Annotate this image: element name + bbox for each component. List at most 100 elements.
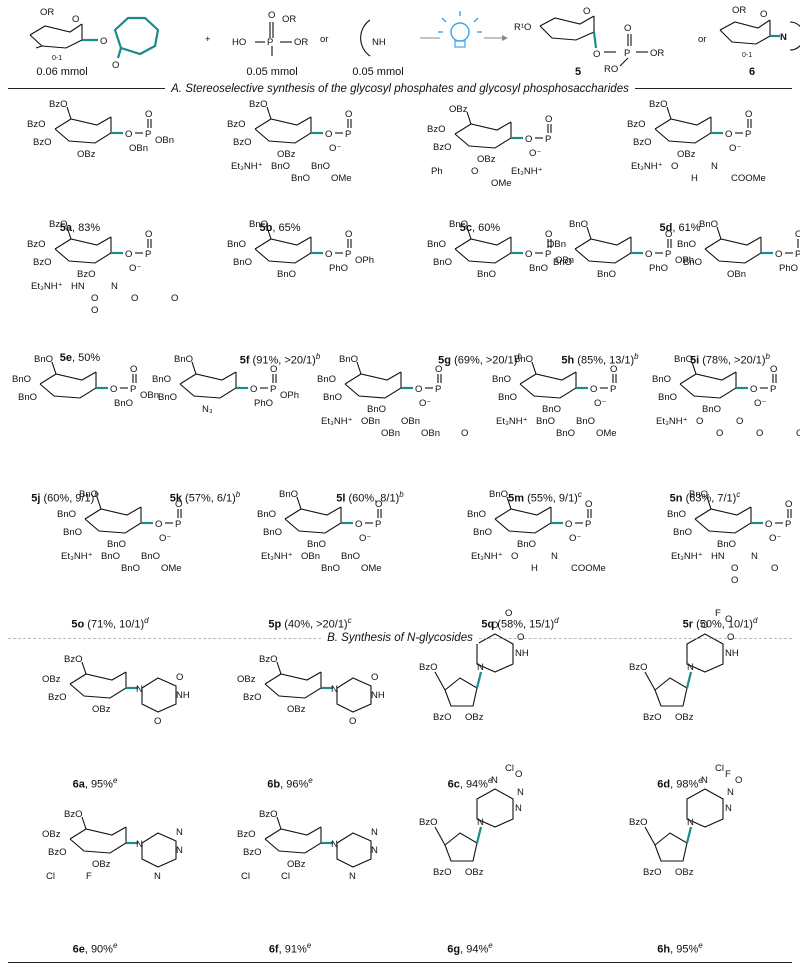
group-label-p: P [770, 384, 776, 395]
sugar-label-1: BnO [257, 509, 276, 520]
base-label-2: O [727, 632, 734, 643]
footnote-marker: e [698, 776, 703, 785]
group-label-3: O⁻ [729, 143, 741, 154]
group-label-3: O⁻ [569, 533, 581, 544]
sugar-label-0: BnO [674, 354, 693, 365]
sugar-label-2: BnO [18, 392, 37, 403]
sugar-label-0: BnO [449, 219, 468, 230]
sugar-label-1: BzO [227, 119, 245, 130]
compound-id: 5e [59, 352, 73, 364]
compound-id: 6h [657, 943, 671, 956]
compound-caption-5n: 5n (63%, 7/1)c [670, 490, 741, 505]
sugar-label-0: BzO [64, 654, 82, 665]
extra-label-3: OBn [381, 428, 400, 439]
phosphate-label-o: O [268, 10, 275, 21]
compound-id: 5f [239, 354, 250, 367]
extra-label-3: O [91, 293, 98, 304]
sugar-label-0: BnO [514, 354, 533, 365]
sugar-label-1: BnO [667, 509, 686, 520]
compound-caption-6f: 6f, 91%e [269, 941, 311, 956]
sugar-label-3: OBz [277, 149, 296, 160]
compound-yield: , 96% [280, 778, 309, 791]
product6-label-n: N [780, 32, 787, 43]
footnote-marker: e [308, 776, 313, 785]
group-label-4: OPh [280, 390, 299, 401]
extra-label-0: Et₃NH⁺ [321, 416, 353, 427]
extra-label-1: O [471, 166, 478, 177]
reaction-header: OR 0-1 O O O + O OR HO P OR or NH [29, 5, 800, 75]
group-label-p: P [785, 519, 791, 530]
compound-id: 5g [438, 354, 452, 367]
base-label-2: N [371, 827, 378, 838]
group-label-4: OBn [140, 390, 159, 401]
compound-id: 6f [268, 943, 279, 956]
group-label-3: O⁻ [529, 148, 541, 159]
base-label-2: N [517, 787, 524, 798]
compound-caption-5i: 5i (78%, >20/1)b [690, 352, 770, 367]
sugar-label-3: BnO [477, 269, 496, 280]
phosphate-label-or-top: OR [282, 14, 296, 25]
extra-label-4: COOMe [571, 563, 606, 574]
plus-sign: + [205, 34, 211, 45]
group-label-0: O [725, 129, 732, 140]
sugar-label-3: OBz [477, 154, 496, 165]
compound-yield: , 90% [84, 943, 113, 956]
base-label-1: NH [371, 690, 385, 701]
sugar-label-2: BnO [498, 392, 517, 403]
divider-bottom [8, 962, 792, 963]
group-label-1: O [145, 109, 152, 120]
group-label-3: O⁻ [419, 398, 431, 409]
group-label-p: P [545, 134, 551, 145]
compound-id: 5i [690, 354, 700, 367]
footnote-marker: b [399, 490, 404, 499]
base-label-1: N [371, 845, 378, 856]
extra-label-4: O [771, 563, 778, 574]
compound-yield: (40%, >20/1) [281, 618, 348, 631]
group-label-3: OBn [129, 143, 148, 154]
group-label-p: P [665, 249, 671, 260]
compound-caption-6e: 6e, 90%e [73, 941, 118, 956]
sugar-label-2: BnO [233, 257, 252, 268]
group-label-1: O [545, 229, 552, 240]
extra-label-2: Et₃NH⁺ [511, 166, 543, 177]
group-label-p: P [610, 384, 616, 395]
compound-yield: , 95% [670, 943, 699, 956]
sugar-label-1: BzO [27, 119, 45, 130]
compound-id: 5q [481, 618, 495, 631]
compound-id: 6b [267, 778, 281, 791]
compound-yield: , 95% [84, 778, 113, 791]
extra-label-0: Et₃NH⁺ [471, 551, 503, 562]
sugar-label-3: N₃ [202, 404, 213, 415]
footnote-marker: c [736, 490, 741, 499]
sugar-label-3: BnO [517, 539, 536, 550]
compound-yield: (58%, 15/1) [494, 618, 555, 631]
extra-label-1: O [671, 161, 678, 172]
extra-label-3: H [691, 173, 698, 184]
base-label-0: N [687, 817, 694, 828]
base-label-1: NH [515, 648, 529, 659]
footnote-marker: e [698, 941, 703, 950]
sugar-label-1: OBz [237, 674, 256, 685]
sugar-label-2: BnO [433, 257, 452, 268]
group-label-p: P [545, 249, 551, 260]
group-label-1: O [785, 499, 792, 510]
compound-yield: (57%, 6/1) [181, 492, 236, 505]
extra-label-3: H [531, 563, 538, 574]
base-label-0: N [477, 817, 484, 828]
base-label-3: O [349, 716, 356, 727]
sugar-label-2: BzO [233, 137, 251, 148]
amine-structure: NH [360, 19, 386, 57]
compound-id: 5h [561, 354, 575, 367]
footnote-marker: b [517, 352, 522, 361]
sugar-label-1: OBz [42, 674, 61, 685]
group-label-0: O [775, 249, 782, 260]
donor-sugar-structure: OR 0-1 O O O [29, 7, 160, 71]
sugar-label-3: BnO [307, 539, 326, 550]
base-label-0: N [331, 839, 338, 850]
extra-label-1: F [86, 871, 92, 882]
